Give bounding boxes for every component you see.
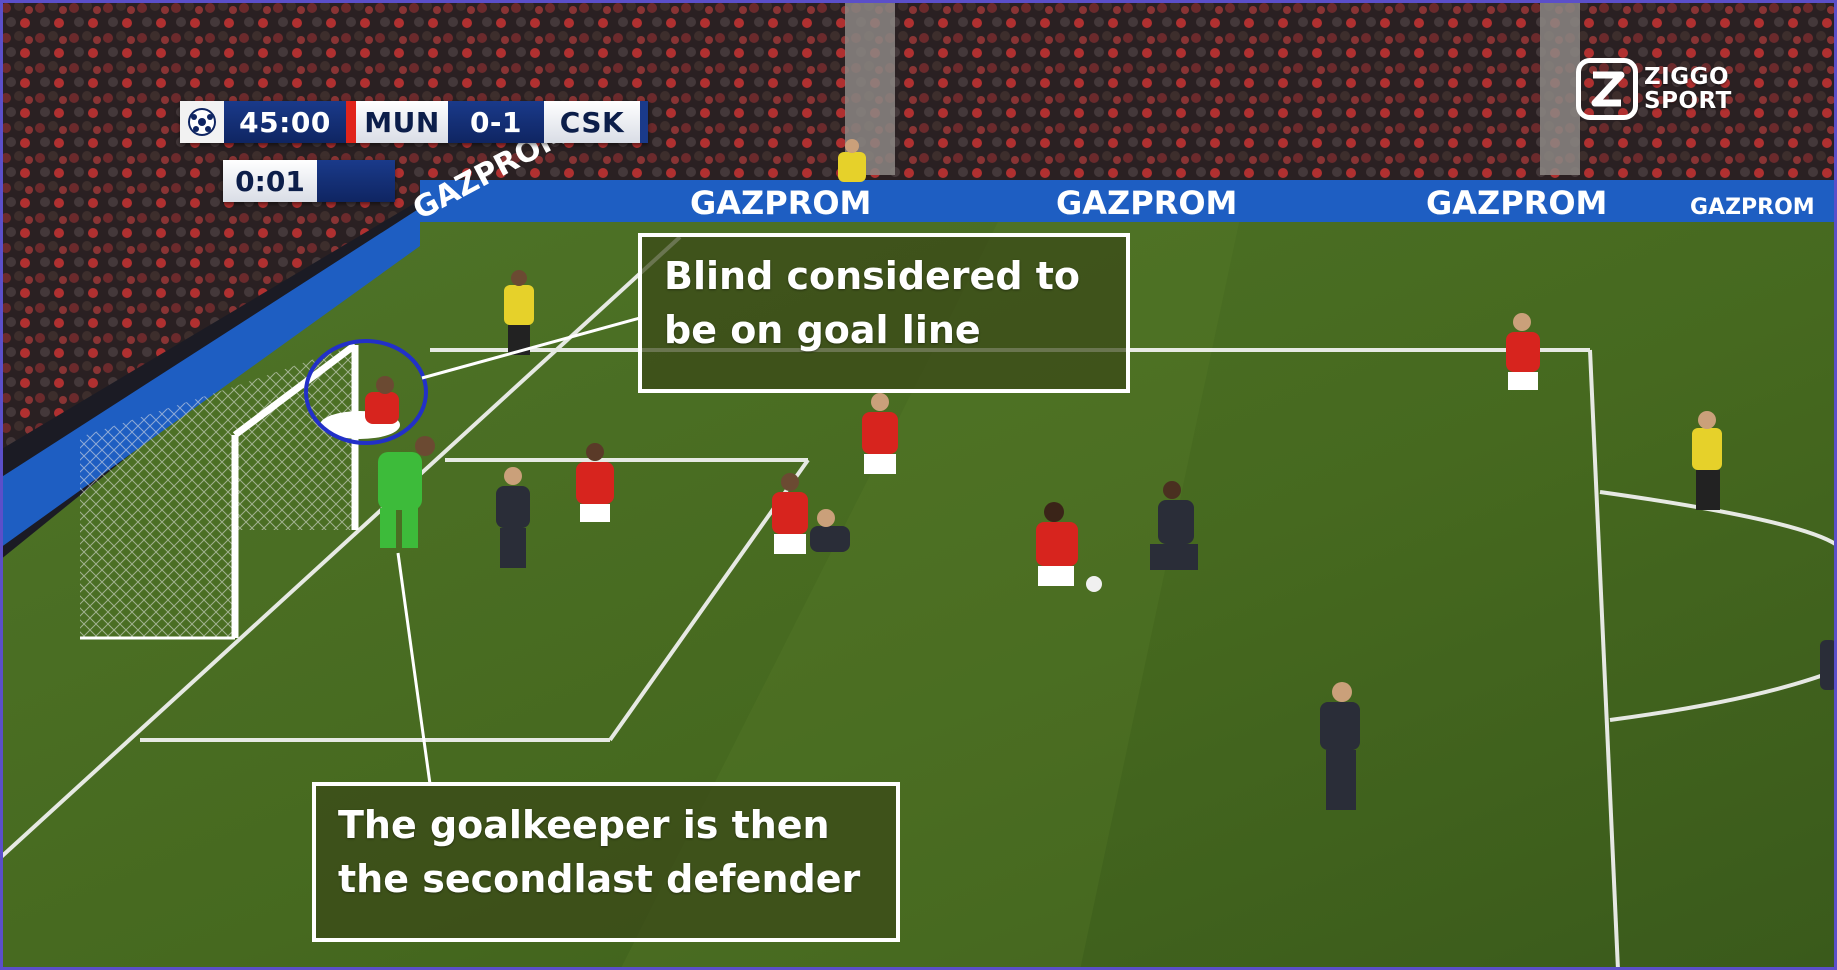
away-player <box>1320 682 1360 810</box>
board-text-3: GAZPROM <box>1426 184 1607 222</box>
fourth-official <box>838 139 866 182</box>
broadcaster-name-line2: SPORT <box>1644 88 1732 114</box>
away-team: CSK <box>544 101 640 143</box>
broadcaster-logo: ZIGGO SPORT <box>1576 58 1732 120</box>
ziggo-z-icon <box>1576 58 1638 120</box>
board-text-2: GAZPROM <box>1056 184 1237 222</box>
competition-ball-icon <box>180 101 224 143</box>
score: 0-1 <box>448 101 544 143</box>
added-time-bar <box>317 160 395 202</box>
annotation-blind-goal-line: Blind considered to be on goal line <box>638 233 1130 393</box>
led-board-back <box>420 180 1837 222</box>
away-player <box>496 467 530 568</box>
annotation-top-line2: be on goal line <box>664 308 981 352</box>
assistant-referee <box>504 270 534 355</box>
scoreboard: 45:00 MUN 0-1 CSK <box>180 101 648 143</box>
goalkeeper <box>378 436 435 548</box>
player-blind <box>320 376 400 439</box>
home-player <box>772 473 808 554</box>
away-color-bar <box>640 101 648 143</box>
ball <box>1086 576 1102 592</box>
broadcaster-name-line1: ZIGGO <box>1644 64 1730 90</box>
home-team: MUN <box>356 101 448 143</box>
goal <box>80 342 359 640</box>
home-color-bar <box>346 101 356 143</box>
away-player <box>1150 481 1198 570</box>
home-player <box>862 393 898 474</box>
home-player <box>1506 313 1540 390</box>
annotation-bottom-line2: the secondlast defender <box>338 857 861 901</box>
annotation-top-line1: Blind considered to <box>664 254 1081 298</box>
added-time: 0:01 <box>223 160 317 202</box>
away-player <box>1820 640 1837 690</box>
away-player <box>810 509 850 552</box>
home-player <box>576 443 614 522</box>
home-player-25 <box>1036 502 1078 586</box>
referee <box>1692 411 1722 510</box>
highlight-circle <box>304 339 428 445</box>
callout-top-pointer <box>421 316 641 380</box>
annotation-bottom-line1: The goalkeeper is then <box>338 803 830 847</box>
board-text-1: GAZPROM <box>690 184 871 222</box>
added-time-clock: 0:01 <box>223 160 395 202</box>
annotation-goalkeeper: The goalkeeper is then the secondlast de… <box>312 782 900 942</box>
board-text-4: GAZPROM <box>1690 195 1815 220</box>
callout-bottom-pointer <box>396 552 432 785</box>
match-clock: 45:00 <box>224 101 346 143</box>
